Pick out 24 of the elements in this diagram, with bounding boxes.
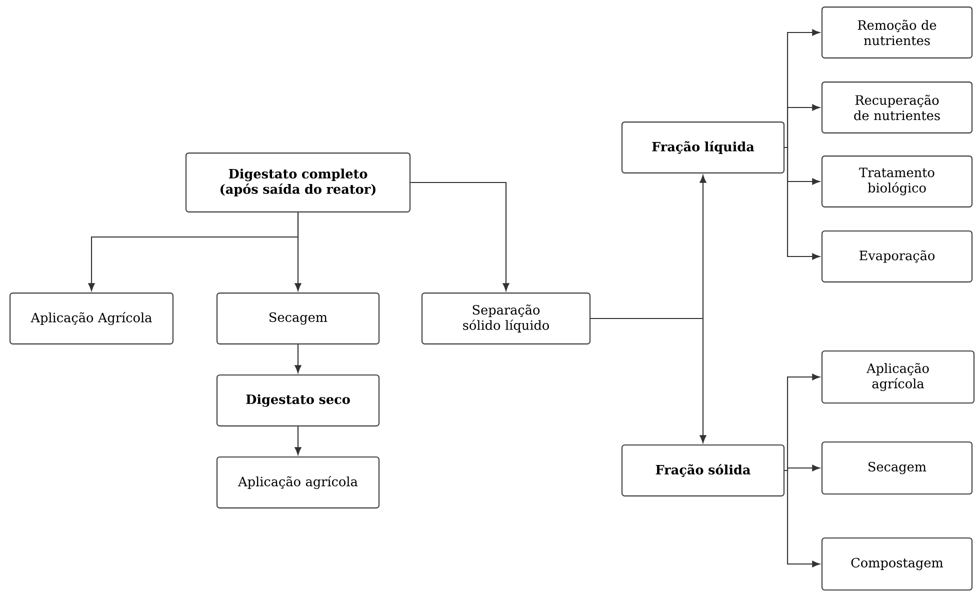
arrow (590, 318, 706, 443)
process-box: Tratamento biológico (821, 156, 973, 208)
arrow (784, 146, 820, 260)
process-box: Aplicação agrícola (821, 350, 975, 404)
process-box: Digestato seco (216, 374, 380, 426)
process-box: Evaporação (821, 230, 973, 282)
arrow (294, 426, 302, 455)
arrow (784, 464, 820, 472)
arrow (410, 182, 510, 291)
process-box: Aplicação Agrícola (10, 292, 174, 344)
process-box: Aplicação agrícola (216, 456, 380, 508)
process-box: Secagem (821, 441, 973, 495)
process-box: Recuperação de nutrientes (821, 82, 973, 134)
process-box: Secagem (216, 292, 380, 344)
arrow (294, 212, 302, 291)
arrow (294, 344, 302, 373)
process-box: Remoção de nutrientes (821, 6, 973, 58)
process-box: Fração líquida (621, 122, 785, 174)
process-box: Compostagem (821, 537, 973, 591)
arrow (784, 104, 820, 148)
process-box: Fração sólida (621, 444, 785, 496)
arrow (784, 470, 820, 568)
process-box: Separação sólido líquido (421, 292, 591, 344)
process-box: Digestato completo (após saída do reator) (185, 152, 411, 212)
